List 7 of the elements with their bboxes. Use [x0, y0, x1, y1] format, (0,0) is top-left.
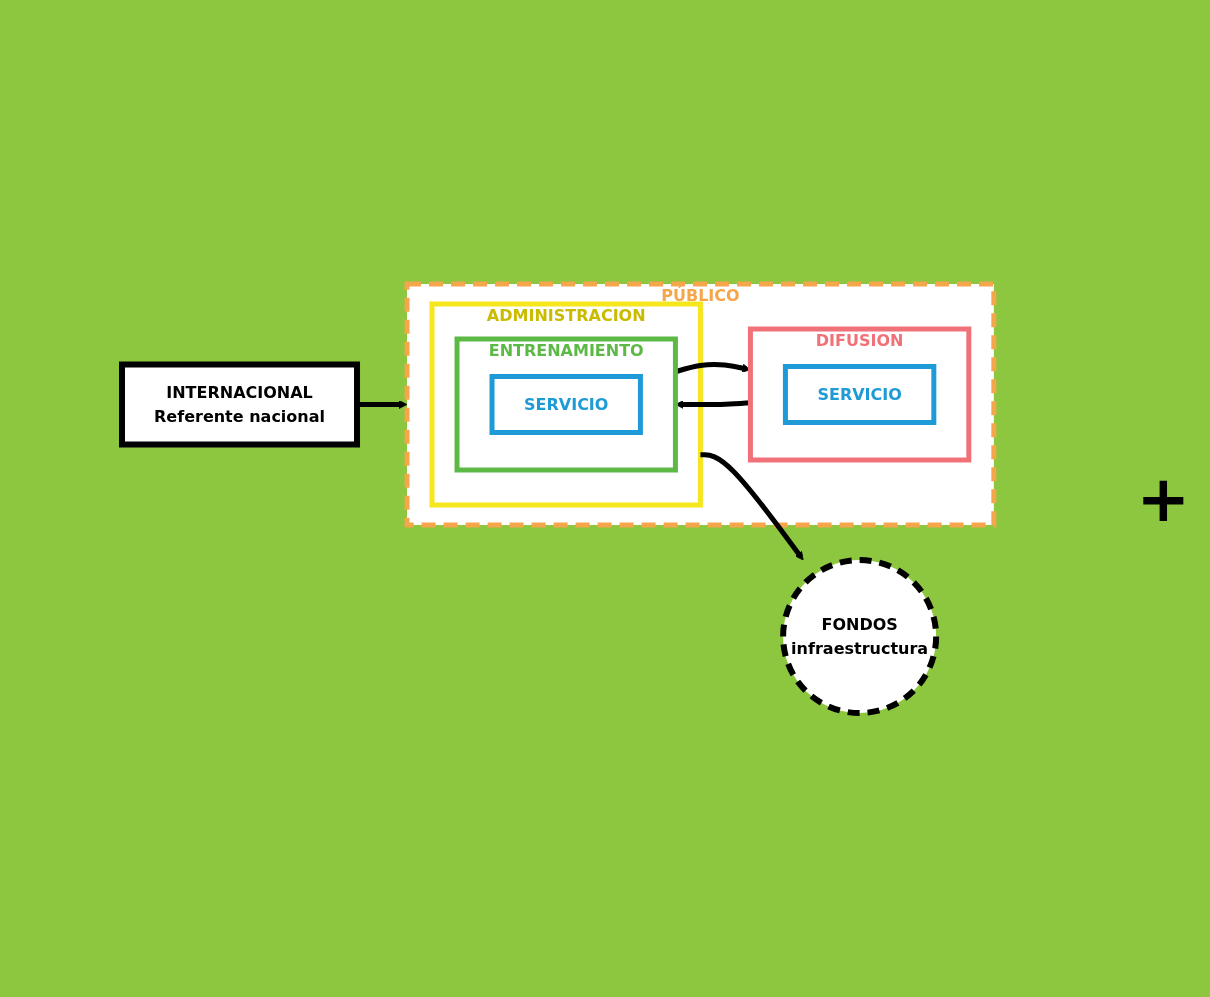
node-box: SERVICIO: [783, 363, 937, 425]
plus-sign: +: [1136, 461, 1190, 536]
node-box: SERVICIO: [489, 373, 644, 435]
node-circle: FONDOS infraestructura: [780, 556, 940, 716]
arrow: [700, 452, 804, 561]
node-box: INTERNACIONAL Referente nacional: [119, 361, 361, 448]
arrow: [357, 400, 408, 409]
